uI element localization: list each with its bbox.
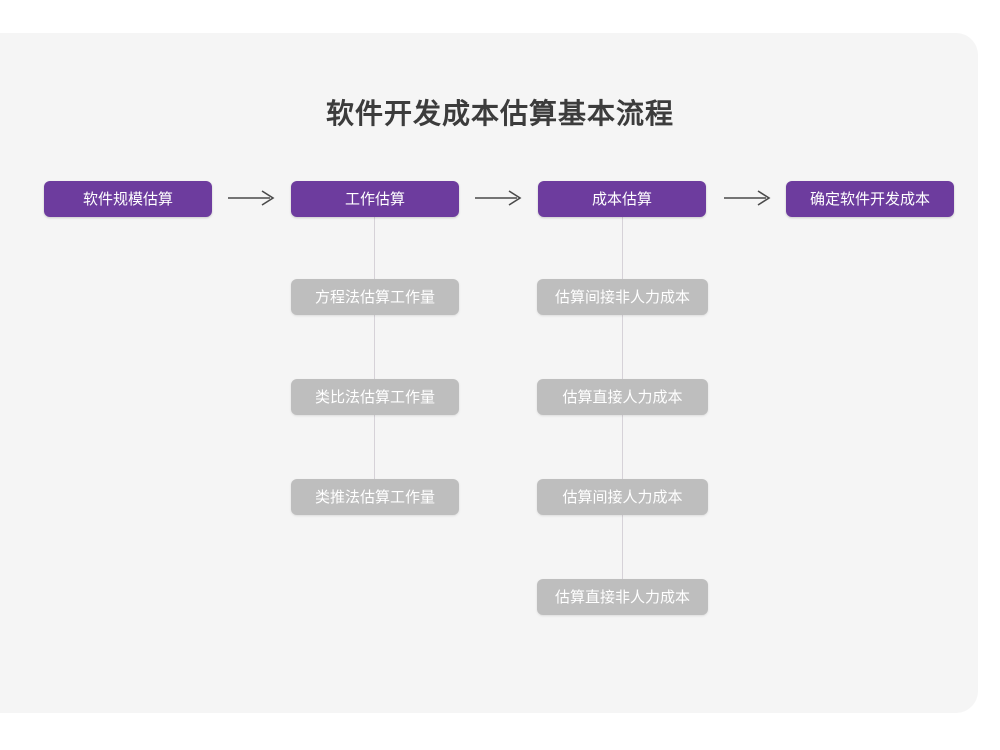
- branch-node-direct-nonlabor-cost[interactable]: 估算直接非人力成本: [537, 579, 708, 615]
- branch-node-direct-labor-cost[interactable]: 估算直接人力成本: [537, 379, 708, 415]
- branch-node-label: 估算间接非人力成本: [554, 288, 690, 306]
- flow-node-label: 成本估算: [591, 190, 652, 208]
- arrow-right-icon-1: [226, 186, 278, 210]
- branch-node-label: 类比法估算工作量: [314, 388, 435, 406]
- flow-node-software-scale-estimation[interactable]: 软件规模估算: [44, 181, 212, 217]
- flow-node-label: 工作估算: [344, 190, 405, 208]
- connector-cost3-to-cost4: [622, 515, 623, 579]
- branch-node-label: 估算直接人力成本: [562, 388, 683, 406]
- branch-node-equation-method-effort[interactable]: 方程法估算工作量: [291, 279, 459, 315]
- branch-node-label: 类推法估算工作量: [314, 488, 435, 506]
- arrow-right-icon-3: [722, 186, 774, 210]
- page-title: 软件开发成本估算基本流程: [325, 98, 674, 129]
- branch-node-indirect-labor-cost[interactable]: 估算间接人力成本: [537, 479, 708, 515]
- branch-node-inference-method-effort[interactable]: 类推法估算工作量: [291, 479, 459, 515]
- arrow-right-icon-2: [473, 186, 525, 210]
- diagram-card-panel: [0, 33, 978, 713]
- branch-node-indirect-nonlabor-cost[interactable]: 估算间接非人力成本: [537, 279, 708, 315]
- branch-node-label: 方程法估算工作量: [314, 288, 435, 306]
- connector-step2-to-work-branch: [374, 215, 375, 279]
- connector-work1-to-work2: [374, 315, 375, 379]
- connector-cost1-to-cost2: [622, 315, 623, 379]
- branch-node-analogy-method-effort[interactable]: 类比法估算工作量: [291, 379, 459, 415]
- connector-work2-to-work3: [374, 415, 375, 479]
- flow-node-label: 软件规模估算: [82, 190, 173, 208]
- connector-cost2-to-cost3: [622, 415, 623, 479]
- flow-node-label: 确定软件开发成本: [809, 190, 930, 208]
- branch-node-label: 估算间接人力成本: [562, 488, 683, 506]
- branch-node-label: 估算直接非人力成本: [554, 588, 690, 606]
- flow-node-work-estimation[interactable]: 工作估算: [291, 181, 459, 217]
- connector-step3-to-cost-branch: [622, 215, 623, 279]
- flow-node-determine-development-cost[interactable]: 确定软件开发成本: [786, 181, 954, 217]
- flow-node-cost-estimation[interactable]: 成本估算: [538, 181, 706, 217]
